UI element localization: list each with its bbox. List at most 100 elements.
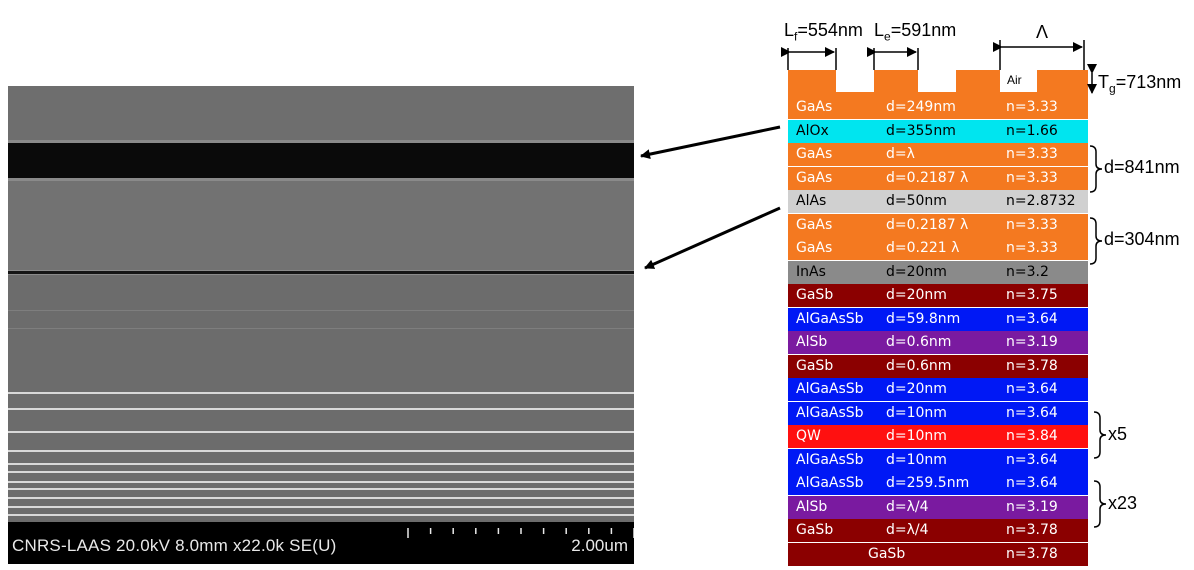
brace-x23 — [1093, 480, 1107, 528]
layer-material: QW — [796, 428, 821, 444]
brace-841 — [1089, 145, 1103, 193]
sem-thin-layer-line — [8, 463, 634, 465]
sem-thin-layer-line — [8, 392, 634, 394]
layer-material: GaAs — [796, 169, 833, 186]
lf-label: Lf=554nm — [784, 20, 863, 44]
layer-material: GaSb — [796, 287, 834, 303]
sem-scale-ticks — [407, 528, 634, 538]
layer-index: n=3.78 — [1006, 357, 1058, 374]
layer-thickness: d=0.221 λ — [886, 240, 960, 256]
layer-material: GaAs — [796, 146, 833, 162]
le-label: Le=591nm — [874, 20, 957, 44]
sem-thin-layer-line — [8, 408, 634, 410]
sem-band — [8, 270, 634, 271]
layer-index: n=3.33 — [1006, 216, 1058, 233]
sem-thin-layer-line — [8, 497, 634, 499]
layer-material: GaSb — [796, 522, 834, 538]
d304-label: d=304nm — [1104, 229, 1180, 249]
air-label: Air — [1007, 73, 1022, 87]
sem-thin-layer-line — [8, 431, 634, 433]
layer-thickness: d=355nm — [886, 122, 956, 139]
layer-material: AlGaAsSb — [796, 310, 864, 327]
sem-band — [8, 140, 634, 143]
tg-label: Tg=713nm — [1098, 72, 1182, 96]
sem-band — [8, 274, 634, 275]
layer-index: n=3.78 — [1006, 522, 1058, 538]
brace-304 — [1089, 217, 1103, 265]
layer-row: GaAs d=0.221 λ n=3.33 — [788, 237, 1088, 260]
grating-profile — [788, 70, 1088, 96]
layer-material: AlOx — [796, 122, 829, 139]
layer-material: AlGaAsSb — [796, 451, 864, 468]
sem-caption-text: CNRS-LAAS 20.0kV 8.0mm x22.0k SE(U) — [12, 536, 337, 555]
layer-thickness: d=0.6nm — [886, 357, 952, 374]
air-box — [1002, 70, 1037, 92]
layer-index: n=3.64 — [1006, 381, 1058, 397]
arrow-alas — [644, 206, 781, 270]
layer-index: n=1.66 — [1006, 122, 1058, 139]
layer-thickness: d=249nm — [886, 99, 956, 115]
layer-thickness: d=0.6nm — [886, 334, 952, 350]
layer-thickness: d=λ/4 — [886, 498, 929, 515]
layer-thickness: d=20nm — [886, 287, 947, 303]
layer-thickness: d=20nm — [886, 381, 947, 397]
lf-dimension — [781, 47, 837, 70]
tg-value: 713nm — [1126, 72, 1182, 92]
layer-thickness: d=0.2187 λ — [886, 169, 969, 186]
layer-material: InAs — [796, 263, 826, 280]
sem-band — [8, 271, 634, 274]
layer-thickness: d=10nm — [886, 428, 947, 444]
layer-index: n=3.64 — [1006, 404, 1058, 421]
d304-value: 304nm — [1124, 229, 1180, 249]
sem-thin-layer-line — [8, 471, 634, 473]
layer-thickness: d=10nm — [886, 404, 947, 421]
lf-value: 554nm — [807, 20, 863, 40]
sem-thin-layer-line — [8, 514, 634, 516]
sem-scale-label: 2.00um — [571, 536, 628, 555]
layer-material: AlAs — [796, 193, 827, 209]
layer-index: n=3.64 — [1006, 451, 1058, 468]
layer-material: GaSb — [796, 357, 834, 374]
layer-index: n=3.84 — [1006, 428, 1058, 444]
layer-index: n=3.33 — [1006, 240, 1058, 256]
sem-thin-layer-line — [8, 481, 634, 483]
layer-index: n=3.33 — [1006, 146, 1058, 162]
le-value: 591nm — [901, 20, 957, 40]
layer-material: AlGaAsSb — [796, 404, 864, 421]
layer-row: AlGaAsSb d=20nm n=3.64 — [788, 378, 1088, 401]
layer-index: n=3.19 — [1006, 498, 1058, 515]
layer-row: InAs d=20nm n=3.2 — [788, 260, 1088, 284]
layer-thickness: d=50nm — [886, 193, 947, 209]
layer-thickness: d=20nm — [886, 263, 947, 280]
sem-thin-layer-line — [8, 450, 634, 452]
layer-material: GaAs — [796, 99, 833, 115]
layer-index: n=3.2 — [1006, 263, 1049, 280]
layer-thickness: d=259.5nm — [886, 475, 970, 491]
layer-thickness: d=0.2187 λ — [886, 216, 969, 233]
x23-label: x23 — [1108, 493, 1138, 513]
d841-value: 841nm — [1124, 157, 1180, 177]
layer-material: AlSb — [796, 334, 828, 350]
layer-material: AlGaAsSb — [796, 381, 864, 397]
sem-band — [8, 86, 634, 140]
layer-index: n=3.64 — [1006, 475, 1058, 491]
layer-material: GaAs — [796, 216, 833, 233]
sem-band — [8, 143, 634, 178]
layer-thickness: d=59.8nm — [886, 310, 961, 327]
layer-material: GaAs — [796, 240, 833, 256]
le-dimension — [867, 47, 919, 70]
sem-micrograph: CNRS-LAAS 20.0kV 8.0mm x22.0k SE(U) 2.00… — [8, 86, 634, 564]
layer-material: GaSb — [868, 545, 906, 562]
sem-thin-layer-line — [8, 506, 634, 508]
sem-thin-layer-line — [8, 328, 634, 329]
brace-x5 — [1093, 411, 1107, 459]
layer-thickness: d=λ/4 — [886, 522, 929, 538]
